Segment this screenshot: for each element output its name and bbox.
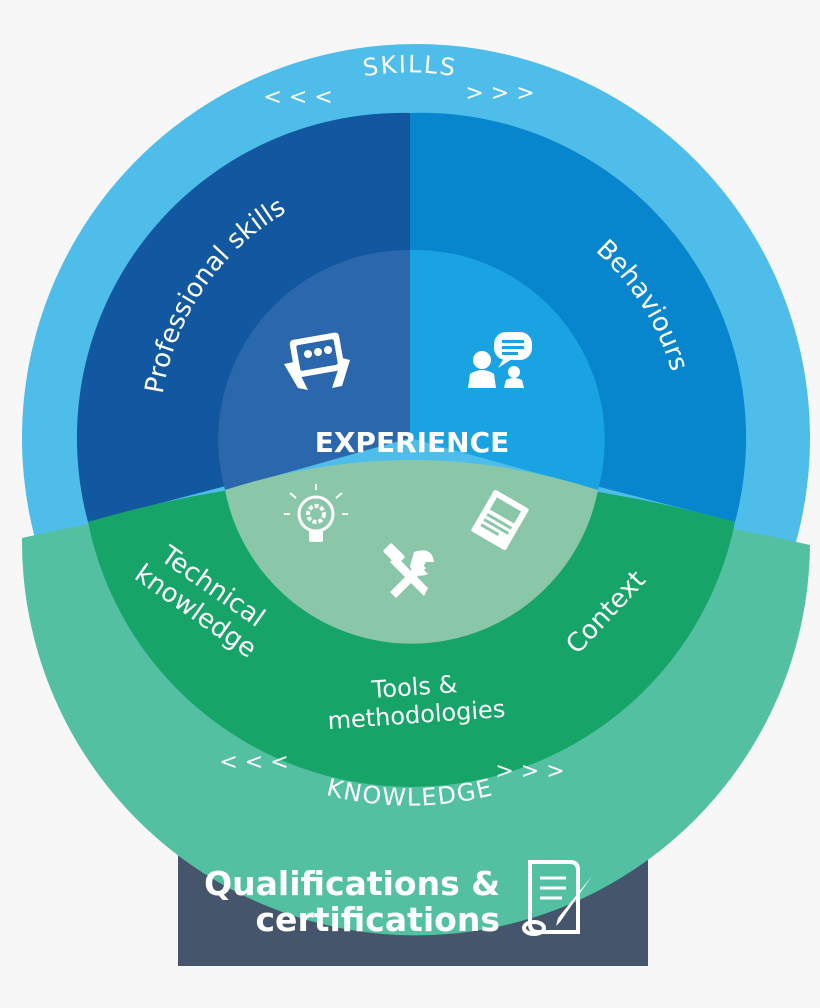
skills-label: SKILLS (361, 50, 459, 82)
lightbulb-gear-icon (284, 484, 348, 542)
tools-icon (383, 543, 434, 598)
svg-text:Tools &: Tools & (370, 670, 458, 704)
center-right (410, 249, 605, 490)
experience-label: EXPERIENCE (315, 426, 510, 459)
skills-left-chevrons: < < < (263, 85, 332, 110)
skills-right-chevrons: > > > (465, 81, 534, 106)
scroll-quill-icon (522, 860, 592, 936)
knowledge-right-chevrons: > > > (495, 759, 564, 784)
qualifications-line2: certifications (255, 900, 501, 939)
document-icon (471, 489, 529, 551)
tablet-hands-icon (284, 332, 350, 390)
people-chat-icon (468, 332, 532, 388)
qualifications-line1: Qualifications & (204, 864, 500, 903)
knowledge-left-chevrons: < < < (219, 750, 288, 775)
qualifications-label: Qualifications & certifications (202, 866, 500, 938)
